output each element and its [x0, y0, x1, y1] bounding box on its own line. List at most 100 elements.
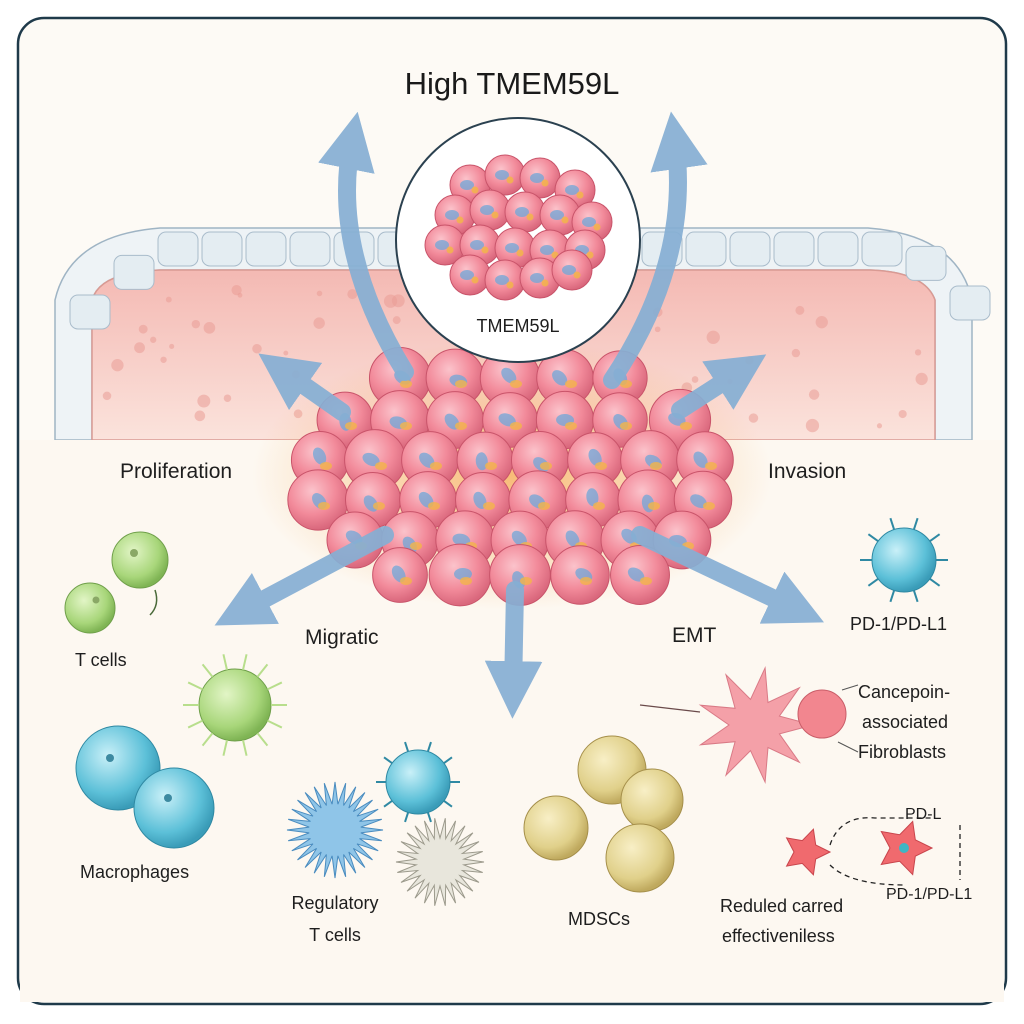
inset-cell-nucleus	[495, 275, 509, 285]
tumor-cell-granule	[540, 462, 552, 470]
tissue-dot	[138, 324, 148, 334]
t-cells	[64, 531, 169, 634]
cell-spike	[929, 533, 941, 542]
mdscs-label: MDSCs	[568, 909, 630, 929]
caf-label-line1: Cancepoin-	[858, 682, 951, 702]
regulatory-t-cells	[286, 741, 485, 906]
inset-cell-nucleus	[562, 265, 576, 275]
tumor-cell-nucleus	[552, 370, 568, 386]
tissue-dot	[914, 349, 922, 356]
inset-cell-nucleus	[495, 170, 509, 180]
regulatory-t-cell	[286, 781, 384, 879]
tumor-cell-granule	[650, 462, 662, 470]
tumor-cell-nucleus	[690, 494, 707, 509]
cell-spike	[867, 578, 879, 587]
tissue-dot	[169, 343, 175, 350]
tumor-cell-nucleus	[627, 567, 645, 582]
inset-cell-nucleus	[445, 210, 459, 220]
inset-cell-granule	[481, 246, 489, 254]
regulatory-t-cell	[395, 818, 485, 906]
tumor-cell-granule	[460, 577, 472, 585]
inset-label: TMEM59L	[476, 316, 560, 336]
cell-spike	[267, 719, 283, 729]
cell-spike	[256, 663, 269, 678]
tumor-cell-nucleus	[693, 451, 708, 468]
cell-spike	[889, 590, 896, 603]
inset-cell-granule	[516, 249, 524, 257]
inset-cell-granule	[456, 216, 464, 224]
inset-cell-nucleus	[515, 207, 529, 217]
cell-spike	[201, 732, 214, 747]
tissue-dot	[795, 305, 805, 315]
tissue-dot	[915, 372, 928, 386]
pdl-interaction	[785, 817, 961, 886]
epithelial-cell	[817, 231, 859, 267]
epithelial-cell	[905, 245, 947, 281]
epithelial-cell	[289, 231, 331, 267]
tumor-cell-granule	[373, 502, 385, 510]
inset-cell-nucleus	[470, 240, 484, 250]
inset-cell-granule	[541, 179, 549, 187]
epithelial-cell	[729, 231, 771, 267]
tumor-cell-nucleus	[362, 452, 380, 467]
tumor-cell-nucleus	[565, 530, 580, 548]
tumor-cell-nucleus	[453, 568, 472, 581]
inset-cell-nucleus	[480, 205, 494, 215]
tumor-cell-granule	[520, 577, 532, 585]
activated-t-cell	[183, 654, 287, 756]
tumor-cells	[287, 346, 734, 607]
arrow-up-left	[318, 111, 414, 381]
inset-cell-nucleus	[540, 245, 554, 255]
tumor-cell-granule	[430, 462, 442, 470]
invasion-label: Invasion	[768, 460, 847, 483]
tissue-dot	[197, 394, 211, 408]
tissue-dot	[160, 356, 167, 363]
inset-cell-nucleus	[505, 243, 519, 253]
tumor-cell-granule	[640, 577, 652, 585]
tumor-cell-granule	[485, 462, 497, 470]
tissue-dot	[876, 423, 883, 429]
inset-tumor-cells	[424, 154, 613, 301]
migration-label: Migratic	[305, 626, 379, 649]
tissue-dot	[706, 330, 720, 344]
tissue-dot	[165, 296, 172, 303]
tissue-dot	[898, 409, 907, 419]
inset-cell-nucleus	[460, 270, 474, 280]
tissue-dot	[252, 343, 262, 354]
tumor-cell-granule	[705, 462, 717, 470]
inset-cell-granule	[471, 186, 479, 194]
tumor-cell-granule	[345, 422, 357, 430]
tissue-dot	[808, 389, 820, 400]
epithelial-cell	[69, 294, 111, 330]
tissue-dot	[805, 418, 820, 433]
tumor-cell-granule	[648, 502, 660, 510]
cell-spike	[242, 654, 248, 671]
tumor-cell-nucleus	[473, 491, 487, 509]
cell-spike	[426, 741, 432, 752]
cell-spike	[443, 756, 453, 764]
inset-cell-granule	[573, 271, 581, 279]
tumor-cell-granule	[375, 462, 387, 470]
t-cells-label: T cells	[75, 650, 127, 670]
tissue-dot	[191, 319, 201, 329]
tissue-dot	[654, 326, 661, 333]
arrows	[214, 111, 825, 719]
tumor-cell-granule	[510, 422, 522, 430]
cell-spike	[187, 681, 203, 691]
inset-cell-granule	[491, 211, 499, 219]
tumor-cell-granule	[483, 502, 495, 510]
tissue-dot	[748, 413, 759, 423]
cell-spike	[256, 732, 269, 747]
tumor-cell-granule	[620, 380, 632, 388]
macrophages-label: Macrophages	[80, 862, 190, 882]
pd1-pdl1-cell	[860, 517, 948, 603]
tumor-cell-nucleus	[586, 488, 599, 507]
tumor-cell-granule	[400, 577, 412, 585]
tissue-dot	[283, 350, 289, 356]
cell-spike	[912, 517, 919, 530]
tumor-cell-granule	[410, 542, 422, 550]
inset-cell-nucleus	[435, 240, 449, 250]
tissue-dot	[111, 359, 124, 372]
inset-cell-nucleus	[550, 210, 564, 220]
